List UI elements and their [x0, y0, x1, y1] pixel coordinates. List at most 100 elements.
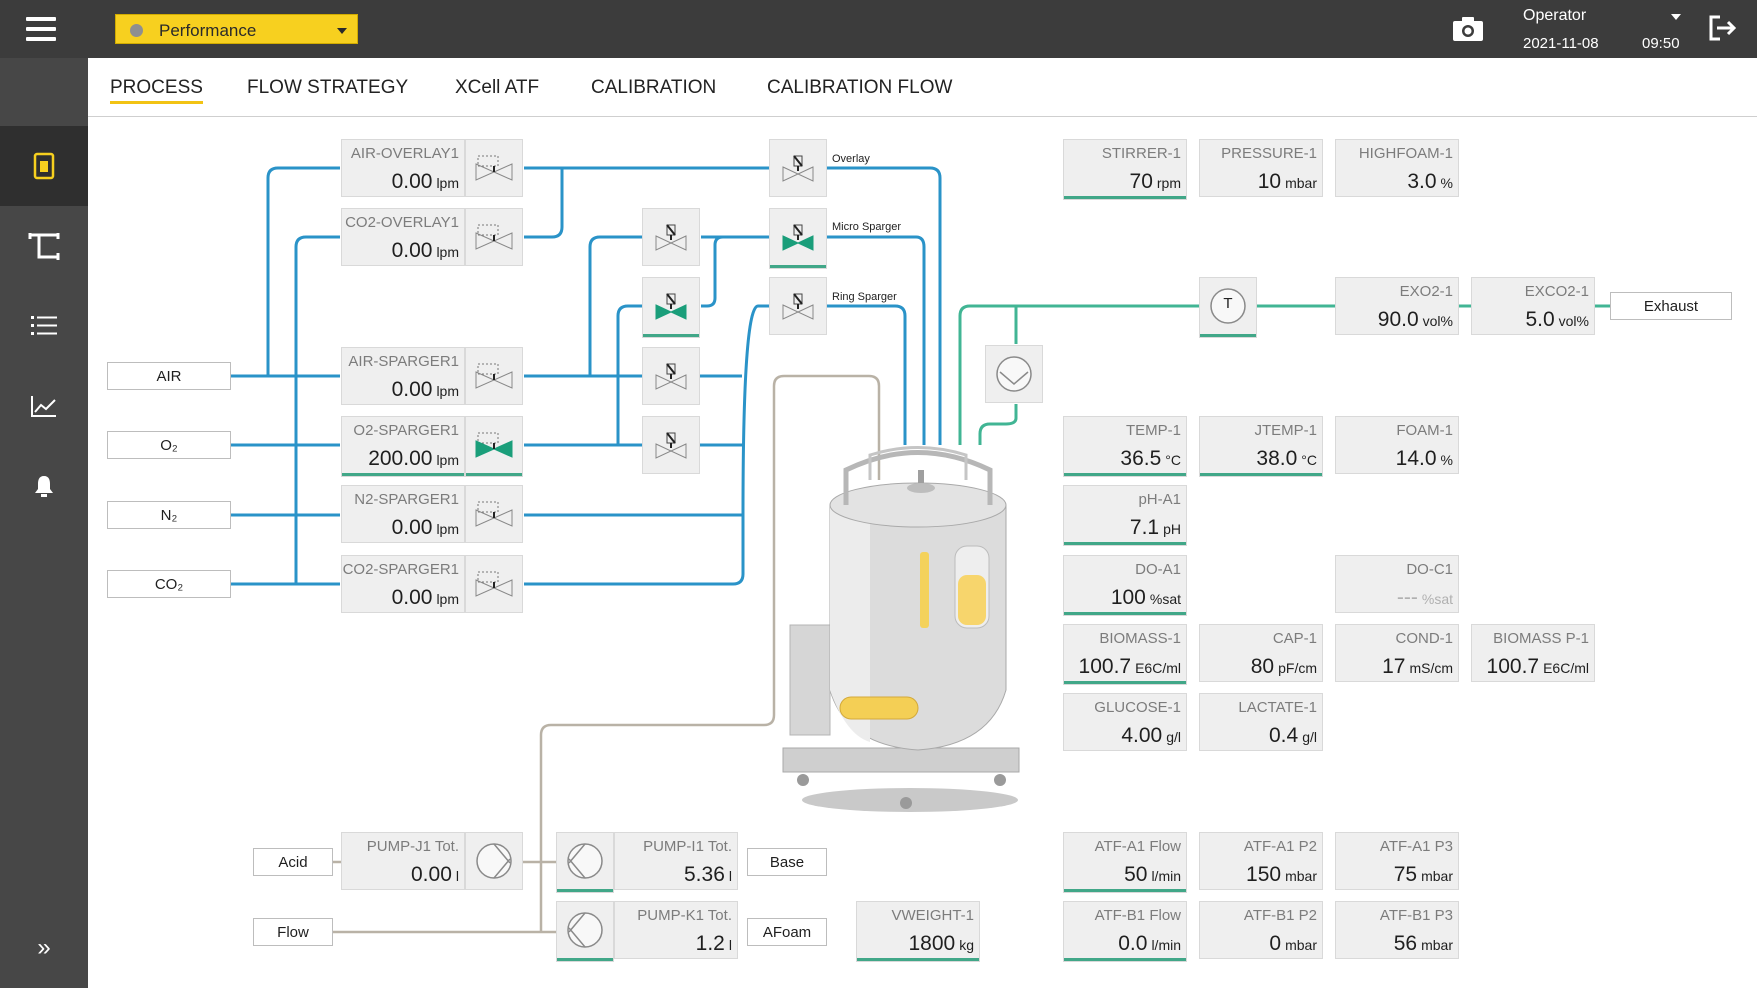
tile-value: 100%sat [1110, 586, 1181, 609]
source-tag-n2[interactable]: N₂ [107, 501, 231, 529]
chevron-down-icon[interactable] [1671, 14, 1681, 20]
routing-valve-4[interactable] [643, 417, 699, 473]
mfc-button-co2-sparger[interactable] [466, 556, 522, 612]
tile-label: TEMP-1 [1125, 422, 1181, 439]
pump-button-j1[interactable] [466, 833, 522, 889]
tab-flow-strategy[interactable]: FLOW STRATEGY [247, 77, 409, 98]
pump-button-i1[interactable] [557, 833, 613, 892]
sidebar-item-list[interactable] [0, 286, 88, 366]
pump-icon [476, 843, 512, 879]
source-tag-o2[interactable]: O₂ [107, 431, 231, 459]
sidebar-item-alarms[interactable] [0, 446, 88, 526]
mfc-button-air-sparger[interactable] [466, 348, 522, 404]
liquid-tag-base[interactable]: Base [747, 848, 827, 876]
valve-label-micro-sparger: Micro Sparger [832, 221, 902, 233]
sidebar-item-process[interactable] [0, 126, 88, 206]
date-display: 2021-11-08 [1523, 35, 1599, 52]
source-tag-air[interactable]: AIR [107, 362, 231, 390]
mode-dropdown[interactable]: Performance [115, 14, 358, 44]
tab-process[interactable]: PROCESS [110, 77, 203, 104]
pump-button-k1[interactable] [557, 902, 613, 961]
sensor-tile-foam[interactable]: FOAM-1 14.0% [1336, 417, 1458, 473]
alarm-bell-icon [35, 476, 53, 497]
sensor-tile-highfoam[interactable]: HIGHFOAM-1 3.0% [1336, 140, 1458, 196]
micro-sparger-valve[interactable] [770, 209, 826, 268]
sidebar-item-trends[interactable] [0, 366, 88, 446]
menu-icon[interactable] [26, 17, 60, 41]
routing-valve-1[interactable] [643, 209, 699, 265]
sensor-tile-do-a1[interactable]: DO-A1 100%sat [1064, 556, 1186, 615]
mass-flow-valve-icon [475, 432, 513, 458]
overlay-valve[interactable] [770, 140, 826, 196]
sensor-tile-jtemp[interactable]: JTEMP-1 38.0°C [1200, 417, 1322, 476]
mfc-button-air-overlay[interactable] [466, 140, 522, 196]
temperature-symbol: T [1223, 295, 1233, 312]
mfc-button-o2-sparger[interactable] [466, 417, 522, 476]
source-tag-co2[interactable]: CO₂ [107, 570, 231, 598]
routing-valve-2[interactable] [643, 278, 699, 337]
status-dot-icon [130, 24, 143, 37]
mfc-button-n2-sparger[interactable] [466, 486, 522, 542]
liquid-tag-afoam[interactable]: AFoam [747, 918, 827, 946]
exhaust-tag[interactable]: Exhaust [1610, 292, 1732, 320]
sidebar-expand-button[interactable]: » [37, 934, 51, 961]
logout-icon[interactable] [1708, 15, 1738, 41]
tile-label: CO2-OVERLAY1 [345, 214, 459, 231]
sensor-tile-temp[interactable]: TEMP-1 36.5°C [1064, 417, 1186, 476]
sidebar: » [0, 58, 88, 988]
liquid-tag-flow[interactable]: Flow [253, 918, 333, 946]
tile-label: EXO2-1 [1399, 283, 1453, 300]
exhaust-filter-button[interactable] [986, 346, 1042, 402]
tile-label: HIGHFOAM-1 [1358, 145, 1453, 162]
tile-label: PUMP-J1 Tot. [366, 838, 459, 855]
gas-lines [230, 166, 942, 586]
liquid-tag-acid[interactable]: Acid [253, 848, 333, 876]
tab-calibration[interactable]: CALIBRATION [591, 77, 717, 98]
exhaust-temperature-button[interactable]: T [1200, 278, 1256, 337]
camera-icon[interactable] [1452, 16, 1484, 42]
tab-xcell-atf[interactable]: XCell ATF [455, 77, 540, 98]
time-display: 09:50 [1642, 35, 1680, 52]
mfc-button-co2-overlay[interactable] [466, 209, 522, 265]
ring-sparger-valve[interactable] [770, 278, 826, 334]
tile-label: O2-SPARGER1 [353, 422, 459, 439]
tile-value: 14.0% [1395, 447, 1453, 470]
tab-calibration-flow[interactable]: CALIBRATION FLOW [767, 77, 953, 98]
user-name[interactable]: Operator [1523, 7, 1587, 24]
sensor-tile-do-c1[interactable]: DO-C1 ---%sat [1336, 556, 1458, 612]
routing-valve-3[interactable] [643, 348, 699, 404]
sidebar-item-piping[interactable] [0, 206, 88, 286]
mass-flow-valve-icon [475, 363, 513, 389]
